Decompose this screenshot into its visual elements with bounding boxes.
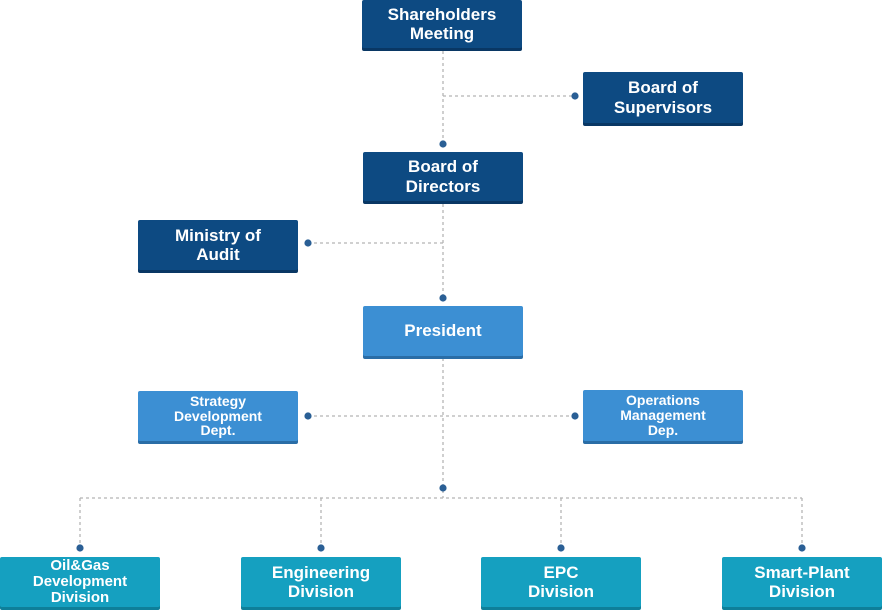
shareholders-meeting-box: Shareholders Meeting xyxy=(362,0,522,48)
operations-management-dep-box: Operations Management Dep. xyxy=(583,390,743,441)
dot-epc xyxy=(557,544,565,552)
dot-audit xyxy=(304,239,312,247)
dot-smartplant xyxy=(798,544,806,552)
ministry-of-audit-box: Ministry of Audit xyxy=(138,220,298,270)
engineering-division-box: Engineering Division xyxy=(241,557,401,607)
epc-division-box: EPC Division xyxy=(481,557,641,607)
board-of-supervisors-box: Board of Supervisors xyxy=(583,72,743,123)
dot-supervisors xyxy=(571,92,579,100)
ministry-of-audit-label: Ministry of Audit xyxy=(175,225,261,264)
epc-division-label: EPC Division xyxy=(527,562,595,601)
president-label: President xyxy=(404,321,482,341)
shareholders-meeting-label: Shareholders Meeting xyxy=(387,4,497,43)
engineering-division-label: Engineering Division xyxy=(271,562,371,601)
oil-gas-division-label: Oil&Gas Development Division xyxy=(32,557,128,606)
smart-plant-division-label: Smart-Plant Division xyxy=(754,562,850,601)
operations-management-dep-label: Operations Management Dep. xyxy=(620,392,706,438)
strategy-development-dept-box: Strategy Development Dept. xyxy=(138,391,298,441)
connector-lines xyxy=(79,51,803,548)
oil-gas-division-box: Oil&Gas Development Division xyxy=(0,557,160,607)
smart-plant-division-box: Smart-Plant Division xyxy=(722,557,882,607)
dot-directors xyxy=(439,140,447,148)
strategy-development-dept-label: Strategy Development Dept. xyxy=(174,392,262,439)
dot-division-hub xyxy=(439,484,447,492)
board-of-supervisors-label: Board of Supervisors xyxy=(613,78,713,117)
dot-president xyxy=(439,294,447,302)
board-of-directors-box: Board of Directors xyxy=(363,152,523,201)
connector-dots xyxy=(76,92,806,552)
dot-engineering xyxy=(317,544,325,552)
board-of-directors-label: Board of Directors xyxy=(405,157,481,196)
dot-strategy xyxy=(304,412,312,420)
dot-oilgas xyxy=(76,544,84,552)
dot-operations xyxy=(571,412,579,420)
president-box: President xyxy=(363,306,523,356)
